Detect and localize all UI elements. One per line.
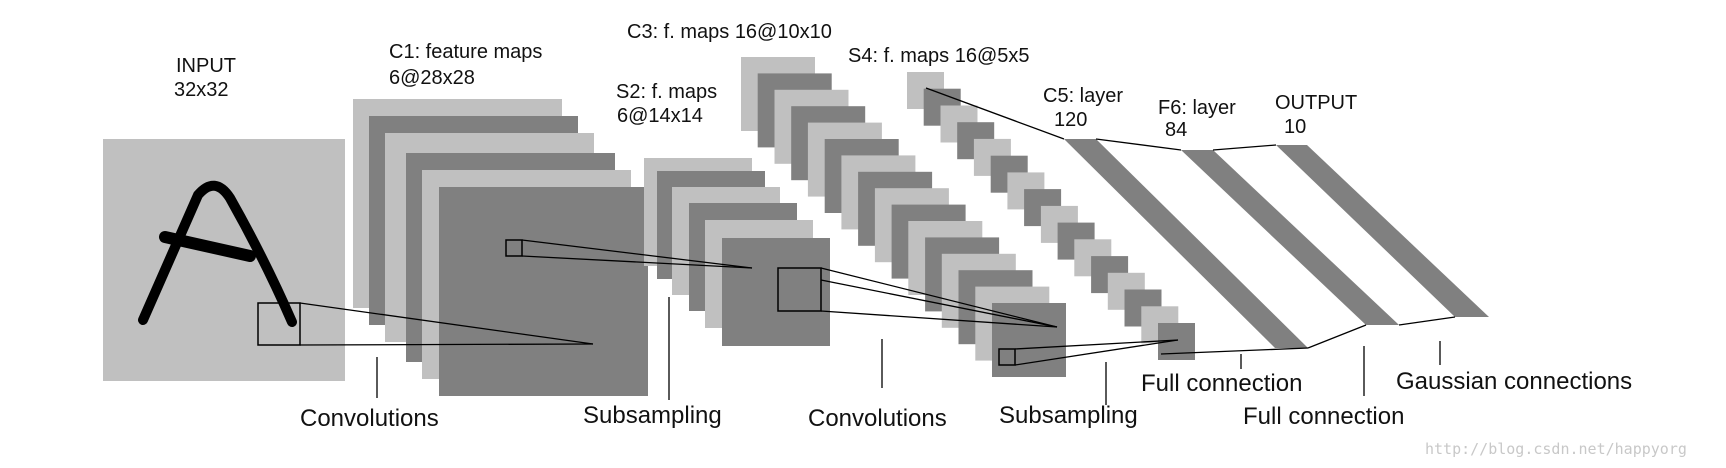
operation-labels: Convolutions Subsampling Convolutions Su…: [300, 368, 1632, 432]
projection-line: [820, 310, 1058, 328]
c1-label-title: C1: feature maps: [389, 41, 542, 63]
gaussian-connections-label: Gaussian connections: [1396, 368, 1632, 395]
output-label-size: 10: [1284, 116, 1306, 138]
projection-line: [1212, 144, 1277, 151]
output-label-title: OUTPUT: [1275, 92, 1357, 114]
c1-map: [439, 187, 648, 396]
projection-line: [1095, 138, 1182, 151]
projection-line: [299, 302, 594, 345]
letter-a-glyph: [138, 180, 297, 327]
s4-label: S4: f. maps 16@5x5: [848, 45, 1030, 67]
s2-label-title: S2: f. maps: [616, 81, 717, 103]
projection-line: [299, 343, 594, 346]
convolutions-label-1: Convolutions: [300, 405, 439, 432]
projection-line: [521, 255, 753, 269]
watermark: http://blog.csdn.net/happyorg: [1425, 440, 1687, 458]
f6-label-size: 84: [1165, 119, 1187, 141]
c3-receptive-field: [998, 348, 1016, 366]
full-connection-label-2: Full connection: [1243, 403, 1404, 430]
input-layer: [103, 139, 345, 381]
convolutions-label-2: Convolutions: [808, 405, 947, 432]
c1-label-size: 6@28x28: [389, 67, 475, 89]
c3-label: C3: f. maps 16@10x10: [627, 21, 832, 43]
input-receptive-field: [257, 302, 301, 346]
input-label-size: 32x32: [174, 79, 229, 101]
projection-line: [1014, 339, 1179, 366]
f6-label-title: F6: layer: [1158, 97, 1236, 119]
subsampling-label-1: Subsampling: [583, 402, 722, 429]
projection-line: [925, 87, 1065, 140]
projection-line: [1014, 339, 1179, 350]
projection-line: [1160, 347, 1309, 355]
c5-label-size: 120: [1054, 109, 1087, 131]
projection-line: [521, 239, 753, 269]
f6-layer-band: [1181, 150, 1399, 325]
connection-lines: [299, 87, 1456, 405]
c1-feature-maps: [353, 99, 648, 396]
c5-layer-band: [1064, 139, 1308, 348]
input-image: [103, 139, 345, 381]
projection-line: [820, 267, 1058, 328]
output-layer-band: [1276, 145, 1489, 317]
subsampling-label-2: Subsampling: [999, 402, 1138, 429]
fully-connected-bands: [1064, 139, 1489, 348]
layer-labels: INPUT 32x32 C1: feature maps 6@28x28 S2:…: [174, 21, 1357, 141]
full-connection-label-1: Full connection: [1141, 370, 1302, 397]
c5-label-title: C5: layer: [1043, 85, 1123, 107]
s2-feature-maps: [644, 158, 830, 346]
projection-line: [1398, 316, 1456, 326]
c1-receptive-field: [505, 239, 523, 257]
projection-line: [1307, 324, 1367, 349]
s2-label-size: 6@14x14: [617, 105, 703, 127]
projection-line: [820, 279, 1058, 328]
input-label-title: INPUT: [176, 55, 236, 77]
s2-map: [722, 238, 830, 346]
s2-receptive-field: [777, 267, 822, 312]
